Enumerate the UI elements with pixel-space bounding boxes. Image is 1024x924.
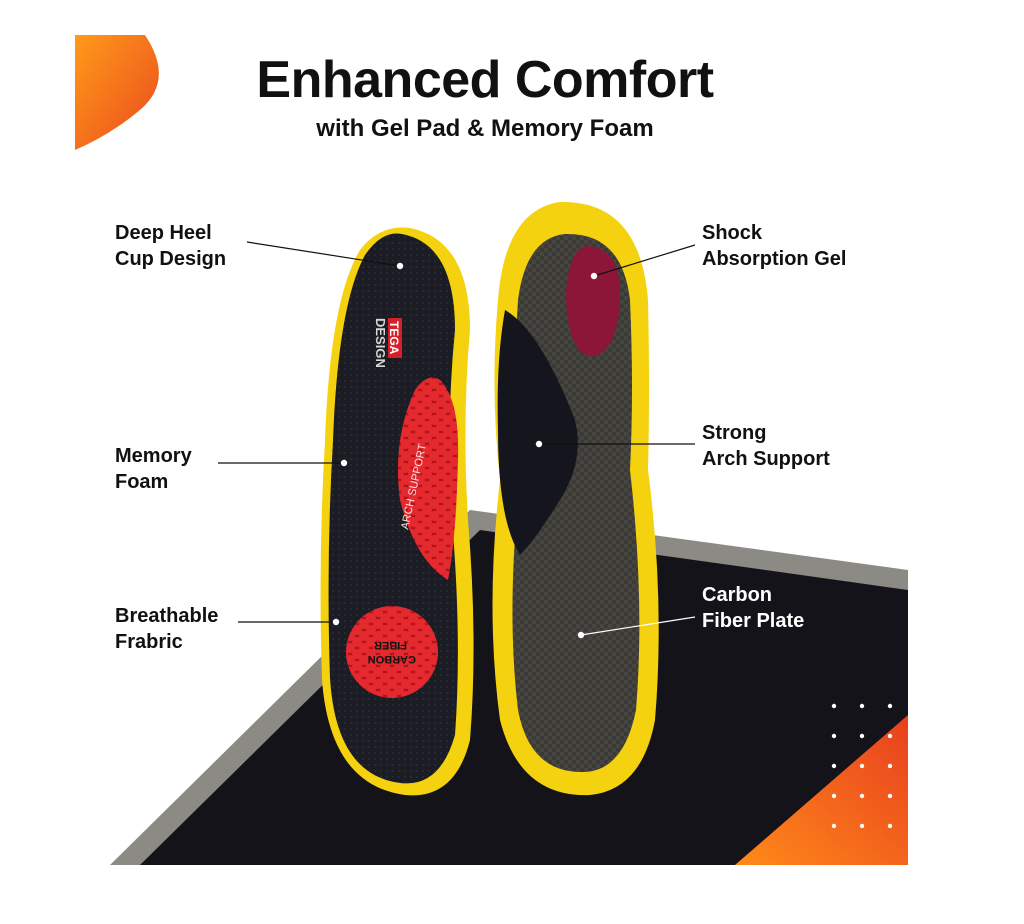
callout-lines xyxy=(218,241,696,636)
callout-carbon-plate-line1: Carbon xyxy=(702,584,772,606)
callout-arch-support: Strong Arch Support xyxy=(702,420,830,472)
callout-carbon-plate-line2: Fiber Plate xyxy=(702,610,805,632)
callout-shock-gel-line1: Shock xyxy=(702,222,763,244)
callout-heel-cup: Deep Heel Cup Design xyxy=(115,220,226,272)
callout-points xyxy=(332,262,598,639)
shock-absorption-gel xyxy=(566,245,621,356)
brand-top-text: TEGA xyxy=(387,321,401,355)
callout-memory-foam-line1: Memory xyxy=(115,445,192,467)
callout-shock-gel: Shock Absorption Gel xyxy=(702,220,846,272)
callout-carbon-plate: Carbon Fiber Plate xyxy=(702,582,804,634)
callout-breathable-line1: Breathable xyxy=(115,605,219,627)
forefoot-pad xyxy=(346,606,438,698)
insole-top-view: TEGA DESIGN ARCH SUPPORT CARBON FIBER xyxy=(320,227,474,796)
orange-accent-top xyxy=(75,35,159,150)
forefoot-line2: FIBER xyxy=(374,639,407,651)
page-title: Enhanced Comfort xyxy=(256,51,714,109)
callout-memory-foam-line2: Foam xyxy=(115,471,169,493)
brand-bottom-text: DESIGN xyxy=(373,318,388,368)
arch-support-pad xyxy=(397,377,459,580)
brand-logo: TEGA DESIGN xyxy=(373,318,402,368)
callout-memory-foam: Memory Foam xyxy=(115,443,192,495)
callout-breathable-line2: Frabric xyxy=(115,631,183,653)
forefoot-print: CARBON FIBER xyxy=(368,639,416,665)
insole-bottom-view xyxy=(492,201,659,796)
orange-accent-bottom xyxy=(735,715,908,865)
callout-breathable-fabric: Breathable Frabric xyxy=(115,603,218,655)
dot-grid xyxy=(831,703,893,829)
callout-arch-support-line1: Strong xyxy=(702,422,767,444)
page-subtitle: with Gel Pad & Memory Foam xyxy=(316,115,654,142)
callout-heel-cup-line2: Cup Design xyxy=(115,248,227,270)
forefoot-line1: CARBON xyxy=(368,653,416,665)
callout-shock-gel-line2: Absorption Gel xyxy=(702,248,847,270)
arch-support-shell xyxy=(497,310,578,555)
callout-heel-cup-line1: Deep Heel xyxy=(115,222,212,244)
callout-arch-support-line2: Arch Support xyxy=(702,448,830,470)
